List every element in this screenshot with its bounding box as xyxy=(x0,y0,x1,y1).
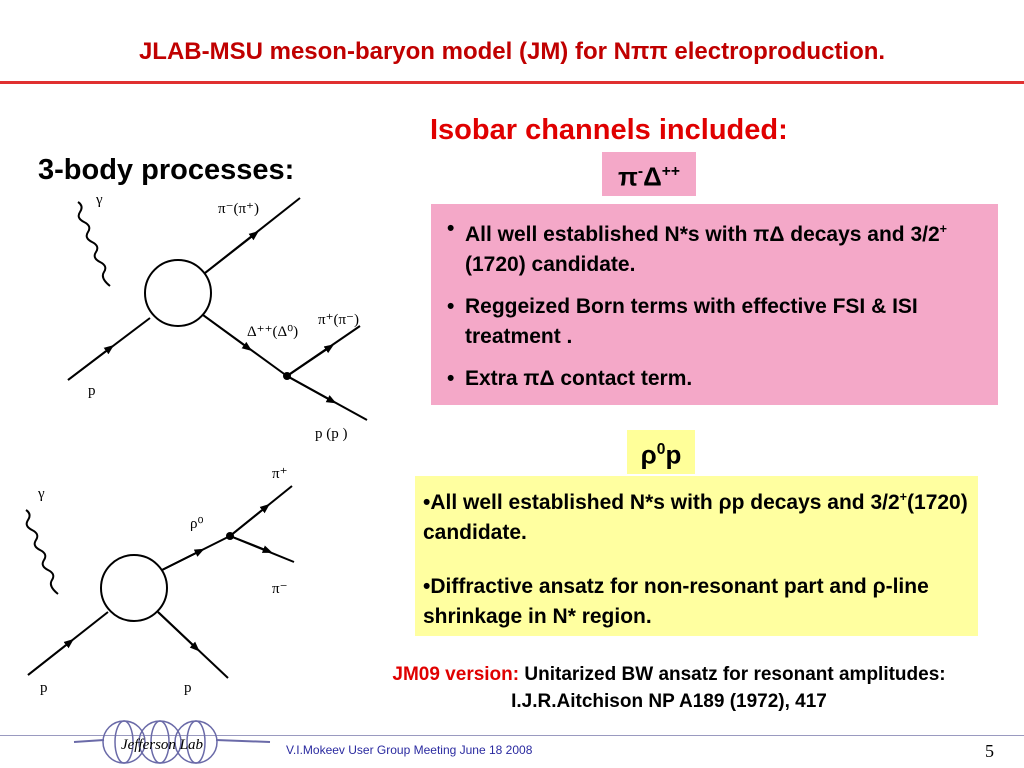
title-divider xyxy=(0,81,1024,84)
jm09-note: JM09 version: Unitarized BW ansatz for r… xyxy=(334,661,1004,715)
list-item: •All well established N*s with ρp decays… xyxy=(423,490,968,544)
pi-delta-list: All well established N*s with πΔ decays … xyxy=(431,204,998,394)
delta-charge: ++ xyxy=(661,163,680,180)
pi-symbol: π xyxy=(617,161,638,192)
three-body-heading: 3-body processes: xyxy=(38,154,295,186)
label-gamma: γ xyxy=(95,192,103,208)
isobar-heading: Isobar channels included: xyxy=(430,114,788,146)
jm09-label: JM09 version: xyxy=(392,664,520,685)
pi-charge: - xyxy=(637,163,644,180)
label-gamma: γ xyxy=(37,486,45,502)
list-item: Reggeized Born terms with effective FSI … xyxy=(447,292,988,352)
label-proton-in: p xyxy=(40,680,48,696)
pi-delta-description-box: All well established N*s with πΔ decays … xyxy=(431,204,998,405)
label-rho: ρ⁰ xyxy=(190,516,204,532)
delta-symbol: Δ xyxy=(643,161,662,192)
jm09-text: Unitarized BW ansatz for resonant amplit… xyxy=(519,664,946,685)
list-item: •Diffractive ansatz for non-resonant par… xyxy=(423,575,929,628)
jefferson-lab-logo: Jefferson Lab xyxy=(73,720,271,764)
channel-tag-pi-delta: π-Δ++ xyxy=(602,152,696,196)
label-proton-in: p xyxy=(88,383,96,399)
jm09-reference: I.J.R.Aitchison NP A189 (1972), 417 xyxy=(511,691,827,712)
list-item: Extra πΔ contact term. xyxy=(447,364,988,394)
photon-line xyxy=(77,201,111,287)
diagram-rho-p: γ ρ⁰ π⁺ π⁻ p p xyxy=(25,466,295,696)
diagram-pi-delta: γ π⁻(π⁺) Δ⁺⁺(Δ⁰) π⁺(π⁻) p p (p ) xyxy=(67,192,368,442)
label-proton-out: p (p ) xyxy=(315,426,348,442)
photon-line xyxy=(25,509,59,595)
footer-divider xyxy=(0,735,1024,736)
slide-title: JLAB-MSU meson-baryon model (JM) for Nππ… xyxy=(138,38,886,65)
interaction-blob xyxy=(100,554,168,622)
channel-tag-rho-p: ρ0p xyxy=(627,430,695,474)
proton-symbol: p xyxy=(665,439,682,470)
label-proton-out: p xyxy=(184,680,192,696)
rho-symbol: ρ xyxy=(640,439,657,470)
rho-charge: 0 xyxy=(656,441,666,458)
label-pion-right: π⁺(π⁻) xyxy=(318,312,359,328)
label-delta: Δ⁺⁺(Δ⁰) xyxy=(247,324,298,340)
page-number: 5 xyxy=(985,741,994,761)
footer-text: V.I.Mokeev User Group Meeting June 18 20… xyxy=(286,743,533,757)
rho-p-description-box: •All well established N*s with ρp decays… xyxy=(415,476,978,636)
label-pi-plus: π⁺ xyxy=(272,466,288,482)
list-item: All well established N*s with πΔ decays … xyxy=(447,214,988,280)
interaction-blob xyxy=(144,259,212,327)
feynman-diagrams: γ π⁻(π⁺) Δ⁺⁺(Δ⁰) π⁺(π⁻) p p (p ) γ ρ⁰ π⁺… xyxy=(25,192,368,696)
label-pion-top: π⁻(π⁺) xyxy=(218,201,259,217)
svg-text:Jefferson Lab: Jefferson Lab xyxy=(121,737,204,753)
label-pi-minus: π⁻ xyxy=(272,581,288,597)
